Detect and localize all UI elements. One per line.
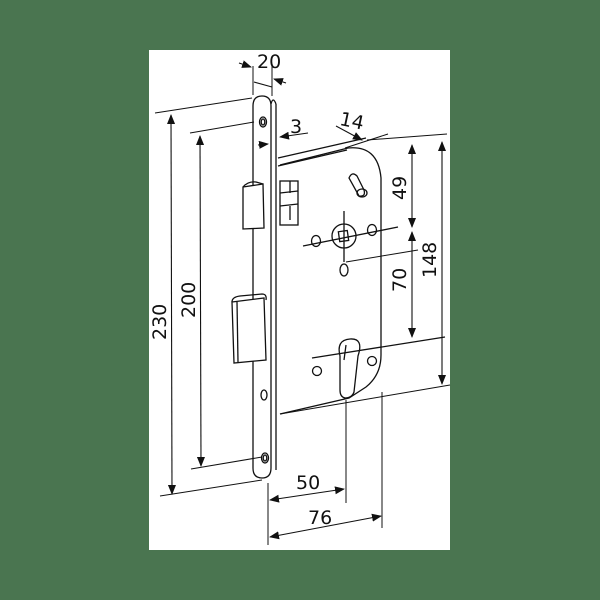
dim-body-depth: 76 <box>308 507 332 529</box>
screw-hole-bottom <box>260 452 270 464</box>
extension-lines <box>154 66 451 545</box>
dimension-arrows <box>167 60 446 540</box>
latch-housing <box>279 180 299 226</box>
screw-hole-mid <box>260 389 268 401</box>
dim-faceplate-height: 230 <box>149 304 171 340</box>
spindle-hub <box>302 211 399 277</box>
latch-bolt <box>242 181 265 230</box>
dim-body-height: 148 <box>419 242 441 278</box>
faceplate <box>252 95 277 479</box>
dim-spindle-to-cylinder: 70 <box>389 268 411 292</box>
dim-top-to-spindle: 49 <box>389 176 411 200</box>
cylinder-cutout <box>311 336 446 399</box>
dim-screw-spacing: 200 <box>178 282 200 318</box>
lock-case <box>277 137 382 415</box>
screw-hole-top <box>258 116 268 128</box>
dim-faceplate-thickness: 3 <box>290 116 302 138</box>
dim-offset-14: 14 <box>338 108 366 135</box>
dim-backset: 50 <box>296 472 320 494</box>
dimension-labels: 20 3 14 230 200 49 70 148 50 76 <box>149 51 441 529</box>
slot-hole <box>348 173 368 198</box>
dim-faceplate-width: 20 <box>257 51 281 73</box>
deadbolt <box>231 293 267 364</box>
